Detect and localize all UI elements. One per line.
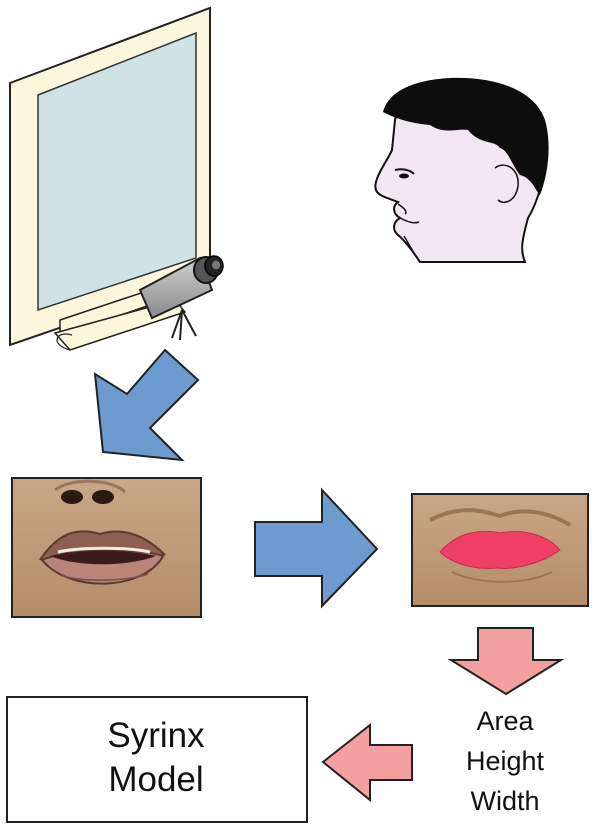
lip-segmentation-photo: [411, 493, 589, 607]
arrow-right: [254, 487, 379, 609]
arrow-down: [447, 627, 565, 696]
feature-width: Width: [470, 786, 540, 816]
model-label: Model: [108, 760, 204, 799]
arrow-left: [321, 722, 413, 803]
syrinx-label: Syrinx: [107, 716, 205, 755]
feature-height: Height: [465, 746, 545, 776]
camera-icon: [138, 255, 224, 341]
mouth-photo: [11, 477, 202, 618]
face-profile-icon: [374, 77, 549, 263]
arrow-down-left: [93, 348, 200, 462]
feature-area: Area: [476, 706, 534, 736]
syrinx-model-box: [6, 696, 308, 823]
monitor-icon: [9, 6, 211, 351]
